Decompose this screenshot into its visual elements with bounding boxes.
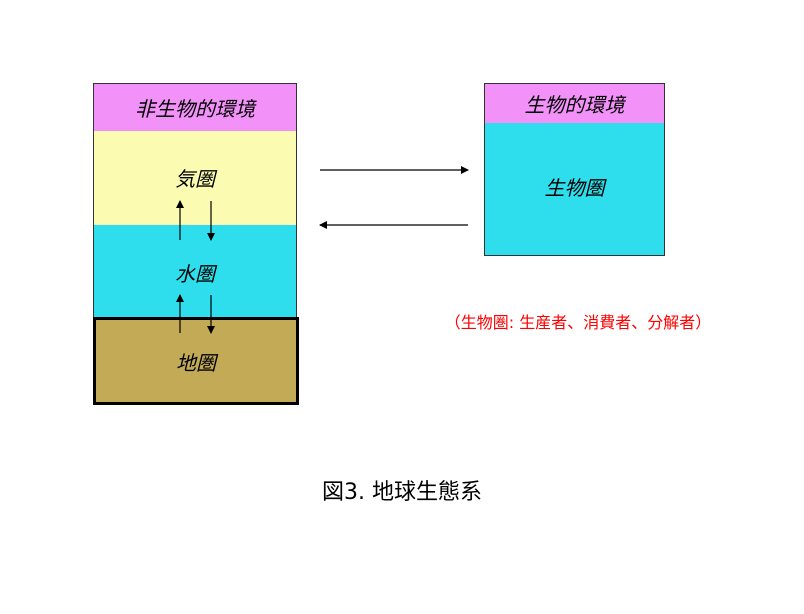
biotic-environment-header: 生物的環境 <box>484 83 665 123</box>
hydrosphere-box: 水圏 <box>93 225 297 319</box>
atmosphere-label: 気圏 <box>175 167 215 191</box>
abiotic-environment-header: 非生物的環境 <box>93 83 297 131</box>
biosphere-box: 生物圏 <box>484 123 665 256</box>
atmosphere-box: 気圏 <box>93 131 297 225</box>
biosphere-note: （生物圏: 生産者、消費者、分解者） <box>444 313 712 332</box>
biosphere-label: 生物圏 <box>544 175 605 200</box>
lithosphere-label: 地圏 <box>176 350 216 375</box>
hydrosphere-label: 水圏 <box>175 262 215 286</box>
figure-caption: 図3. 地球生態系 <box>322 480 482 505</box>
lithosphere-box: 地圏 <box>93 317 299 405</box>
